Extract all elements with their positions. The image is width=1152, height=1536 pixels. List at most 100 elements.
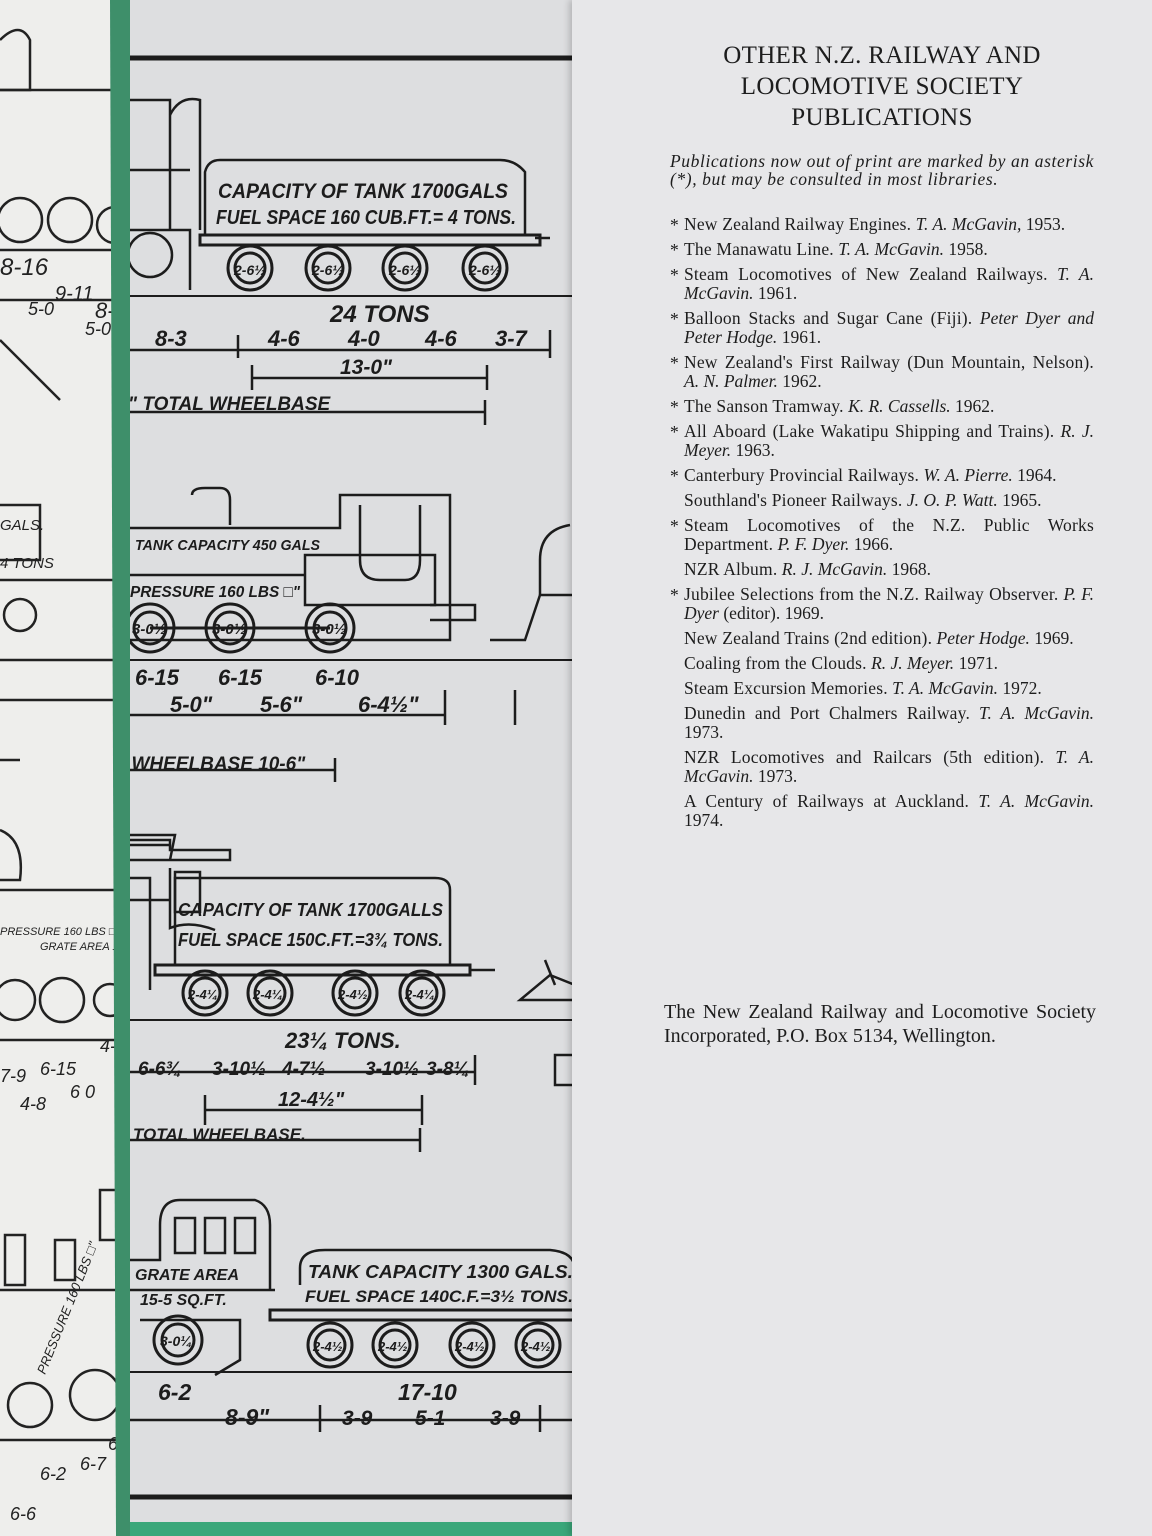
publications-page: OTHER N.Z. RAILWAY AND LOCOMOTIVE SOCIET…	[572, 0, 1152, 1536]
list-item: *Jubilee Selections from the N.Z. Railwa…	[670, 584, 1095, 623]
title-line-3: PUBLICATIONS	[791, 104, 973, 131]
wheel3-a: 2-4¼	[187, 987, 218, 1002]
tank4-fuel: FUEL SPACE 140C.F.=3½ TONS.	[305, 1287, 573, 1306]
wheel2-b: 3-0½	[212, 621, 246, 638]
tank1-capacity: CAPACITY OF TANK 1700GALS	[218, 180, 508, 203]
tons3-label: 23¼ TONS.	[284, 1028, 401, 1053]
title-line-2: LOCOMOTIVE SOCIETY	[740, 73, 1024, 100]
dim1-e: 3-7	[495, 326, 529, 351]
tank2-label: TANK CAPACITY 450 GALS	[135, 537, 320, 554]
dim1-b: 4-6	[267, 326, 301, 351]
dim1-a: 8-3	[155, 326, 187, 351]
dim2b-4: 6-4½"	[358, 692, 419, 717]
pressure2-label: PRESSURE 160 LBS □"	[130, 584, 300, 601]
wheel1-c: 2-6½	[388, 262, 421, 278]
intro-note: Publications now out of print are marked…	[670, 151, 1094, 189]
list-item: *New Zealand's First Railway (Dun Mounta…	[670, 352, 1094, 391]
list-item: Southland's Pioneer Railways. J. O. P. W…	[684, 490, 1042, 510]
wheel3-b: 2-4¼	[252, 987, 283, 1002]
cover-dim-4: 5-0	[28, 299, 54, 319]
tank1-fuel: FUEL SPACE 160 CUB.FT.= 4 TONS.	[216, 207, 516, 229]
cover-dim3-1: 7-9	[0, 1066, 26, 1086]
wheel1-b: 2-6½	[311, 262, 344, 278]
wheel2-c: 3-0½	[312, 621, 346, 638]
cover-dim-5: 5-0	[85, 319, 111, 339]
list-item: NZR Locomotives and Railcars (5th editio…	[684, 747, 1094, 786]
cover-dim4-2: 6-7	[80, 1454, 107, 1474]
wheel1-d: 2-6½	[468, 262, 501, 278]
list-item: Dunedin and Port Chalmers Railway. T. A.…	[684, 703, 1095, 742]
cover-dim-1: 8-16	[0, 254, 49, 281]
cover-grate-label: GRATE AREA 16-4	[40, 941, 134, 953]
title-line-1: OTHER N.Z. RAILWAY AND	[723, 42, 1041, 69]
dim4a-1: 6-2	[158, 1379, 191, 1405]
grate4-line1: GRATE AREA	[135, 1267, 239, 1284]
wheel4-d: 2-4½	[520, 1339, 551, 1354]
diagram-2: TANK CAPACITY 450 GALS PRESSURE 160 LBS …	[130, 486, 575, 782]
wheelbase2-label: TOTAL WHEELBASE 10-6"	[130, 754, 306, 775]
wheel4-c: 2-4½	[454, 1339, 485, 1354]
wheel1-a: 2-6½	[233, 262, 266, 278]
grate4-line2: 15-5 SQ.FT.	[140, 1292, 227, 1309]
wheel3-d: 2-4¼	[404, 987, 435, 1002]
dim1-c: 4-0	[347, 326, 381, 351]
dim4b-2: 3-9	[342, 1407, 373, 1430]
cover-dim3-2: 6-15	[40, 1059, 77, 1079]
list-item: *Steam Locomotives of New Zealand Railwa…	[670, 264, 1094, 303]
dim3-4: 3-10½	[365, 1059, 419, 1080]
list-item: *Balloon Stacks and Sugar Cane (Fiji). P…	[670, 308, 1095, 347]
sub3-label: 12-4½"	[278, 1089, 345, 1111]
wheel4-drive: 3-0¼	[160, 1333, 192, 1349]
wheelbase1-label: 47-3" TOTAL WHEELBASE	[130, 394, 332, 415]
dim2b-3: 5-6"	[260, 692, 303, 717]
list-item: A Century of Railways at Auckland. T. A.…	[684, 791, 1094, 830]
cover-tank-label-1: GALS.	[0, 517, 44, 534]
wheel4-a: 2-4½	[312, 1339, 343, 1354]
list-item: Coaling from the Clouds. R. J. Meyer. 19…	[684, 653, 998, 673]
tank4-capacity: TANK CAPACITY 1300 GALS.	[308, 1262, 573, 1282]
tons1-label: 24 TONS	[329, 301, 430, 328]
cover-dim3-4: 4-8	[20, 1094, 46, 1114]
diagram-1: CAPACITY OF TANK 1700GALS FUEL SPACE 160…	[130, 97, 575, 425]
wheel4-b: 2-4½	[377, 1339, 408, 1354]
list-item: *All Aboard (Lake Wakatipu Shipping and …	[670, 421, 1094, 460]
cover-dim3-5: 6 0	[70, 1082, 95, 1102]
dim3-5: 3-8¼	[426, 1059, 469, 1080]
cover-dim-2: 9-11	[55, 283, 94, 305]
dim3-3: 4-7½	[281, 1059, 325, 1080]
dim4b-1: 8-9"	[225, 1404, 270, 1430]
list-item: *New Zealand Railway Engines. T. A. McGa…	[670, 214, 1066, 235]
bottom-green-edge	[130, 1522, 575, 1536]
book-cover-edge: 8-16 9-11 8-16 5-0 5-0 GALS. 4 TONS PRES…	[0, 0, 135, 1536]
locomotive-diagrams: CAPACITY OF TANK 1700GALS FUEL SPACE 160…	[130, 55, 575, 1500]
list-item: NZR Album. R. J. McGavin. 1968.	[684, 559, 931, 579]
publication-list: *New Zealand Railway Engines. T. A. McGa…	[670, 215, 1094, 836]
dim2a-3: 6-10	[315, 665, 360, 690]
sub1-label: 13-0"	[340, 356, 393, 379]
dim2a-1: 6-15	[135, 665, 180, 690]
diagram-3: CAPACITY OF TANK 1700GALLS FUEL SPACE 15…	[130, 833, 575, 1152]
list-item: Steam Excursion Memories. T. A. McGavin.…	[684, 678, 1042, 698]
drawing-page: CAPACITY OF TANK 1700GALS FUEL SPACE 160…	[130, 0, 575, 1536]
page-title: OTHER N.Z. RAILWAY AND LOCOMOTIVE SOCIET…	[667, 40, 1097, 133]
dim4b-4: 3-9	[490, 1407, 521, 1430]
wheelbase3-label: 41-0¾ TOTAL WHEELBASE.	[130, 1125, 306, 1144]
list-item: *The Manawatu Line. T. A. McGavin. 1958.	[670, 239, 988, 260]
diagram-4: GRATE AREA 15-5 SQ.FT. TANK CAPACITY 130…	[130, 1198, 575, 1432]
cover-tank-label-2: 4 TONS	[0, 555, 54, 572]
wheel2-a: 3-0½	[132, 621, 166, 638]
cover-pressure4-label: PRESSURE 160 LBS □"	[34, 1238, 101, 1376]
dim3-2: 3-10½	[212, 1059, 266, 1080]
tank3-capacity: CAPACITY OF TANK 1700GALLS	[178, 900, 443, 920]
dim2b-2: 5-0"	[170, 692, 213, 717]
dim1-d: 4-6	[424, 326, 458, 351]
dim4a-2: 17-10	[398, 1379, 457, 1405]
list-item: *Canterbury Provincial Railways. W. A. P…	[670, 465, 1057, 486]
list-item: *Steam Locomotives of the N.Z. Public Wo…	[670, 515, 1094, 554]
list-item: *The Sanson Tramway. K. R. Cassells. 196…	[670, 396, 995, 417]
tank3-fuel: FUEL SPACE 150C.FT.=3¾ TONS.	[178, 930, 443, 950]
cover-dim4-1: 6-2	[40, 1464, 66, 1484]
cover-pressure-label: PRESSURE 160 LBS □"	[0, 926, 120, 938]
list-item: New Zealand Trains (2nd edition). Peter …	[684, 628, 1074, 648]
cover-dim4-4: 6-6	[10, 1504, 37, 1524]
